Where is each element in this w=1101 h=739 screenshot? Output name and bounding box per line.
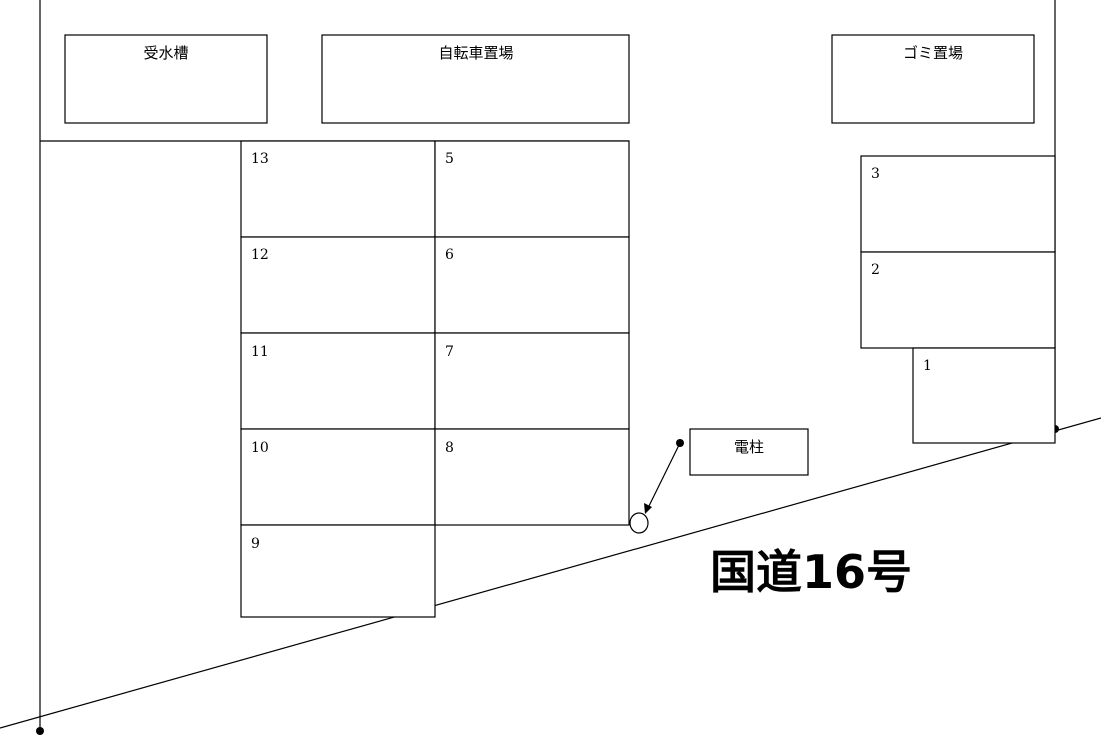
space-number: 12: [251, 247, 269, 263]
water-tank: 受水槽: [64, 34, 268, 124]
space-number: 8: [445, 440, 454, 456]
garbage-area-label: ゴミ置場: [903, 44, 963, 62]
parking-space-13: 13: [240, 140, 436, 238]
boundary-point: [36, 727, 44, 735]
garbage-area: ゴミ置場: [831, 34, 1035, 124]
utility-pole-callout: 電柱: [644, 428, 809, 514]
road-name-label: 国道16号: [710, 545, 912, 599]
bicycle-parking: 自転車置場: [321, 34, 630, 124]
parking-space-11: 11: [240, 332, 436, 430]
utility-pole-label: 電柱: [734, 438, 764, 456]
parking-space-5: 5: [434, 140, 630, 238]
space-number: 1: [923, 358, 932, 374]
parking-space-12: 12: [240, 236, 436, 334]
parking-space-6: 6: [434, 236, 630, 334]
space-number: 2: [871, 262, 880, 278]
parking-space-10: 10: [240, 428, 436, 526]
space-number: 11: [251, 344, 269, 360]
parking-space-8: 8: [434, 428, 630, 526]
parking-space-3: 3: [860, 155, 1056, 253]
utility-pole-icon: [629, 512, 649, 534]
parking-space-9: 9: [240, 524, 436, 618]
water-tank-label: 受水槽: [143, 44, 188, 62]
road-edge-line: [0, 417, 1101, 729]
space-number: 9: [251, 536, 260, 552]
parking-space-1: 1: [912, 347, 1056, 444]
callout-arrow-line: [647, 442, 681, 509]
parking-space-2: 2: [860, 251, 1056, 349]
space-number: 7: [445, 344, 454, 360]
space-number: 5: [445, 151, 454, 167]
arrow-head-icon: [644, 503, 652, 514]
space-number: 13: [251, 151, 269, 167]
space-number: 6: [445, 247, 454, 263]
space-number: 10: [251, 440, 269, 456]
parking-space-7: 7: [434, 332, 630, 430]
bicycle-parking-label: 自転車置場: [438, 44, 513, 62]
space-number: 3: [871, 166, 880, 182]
